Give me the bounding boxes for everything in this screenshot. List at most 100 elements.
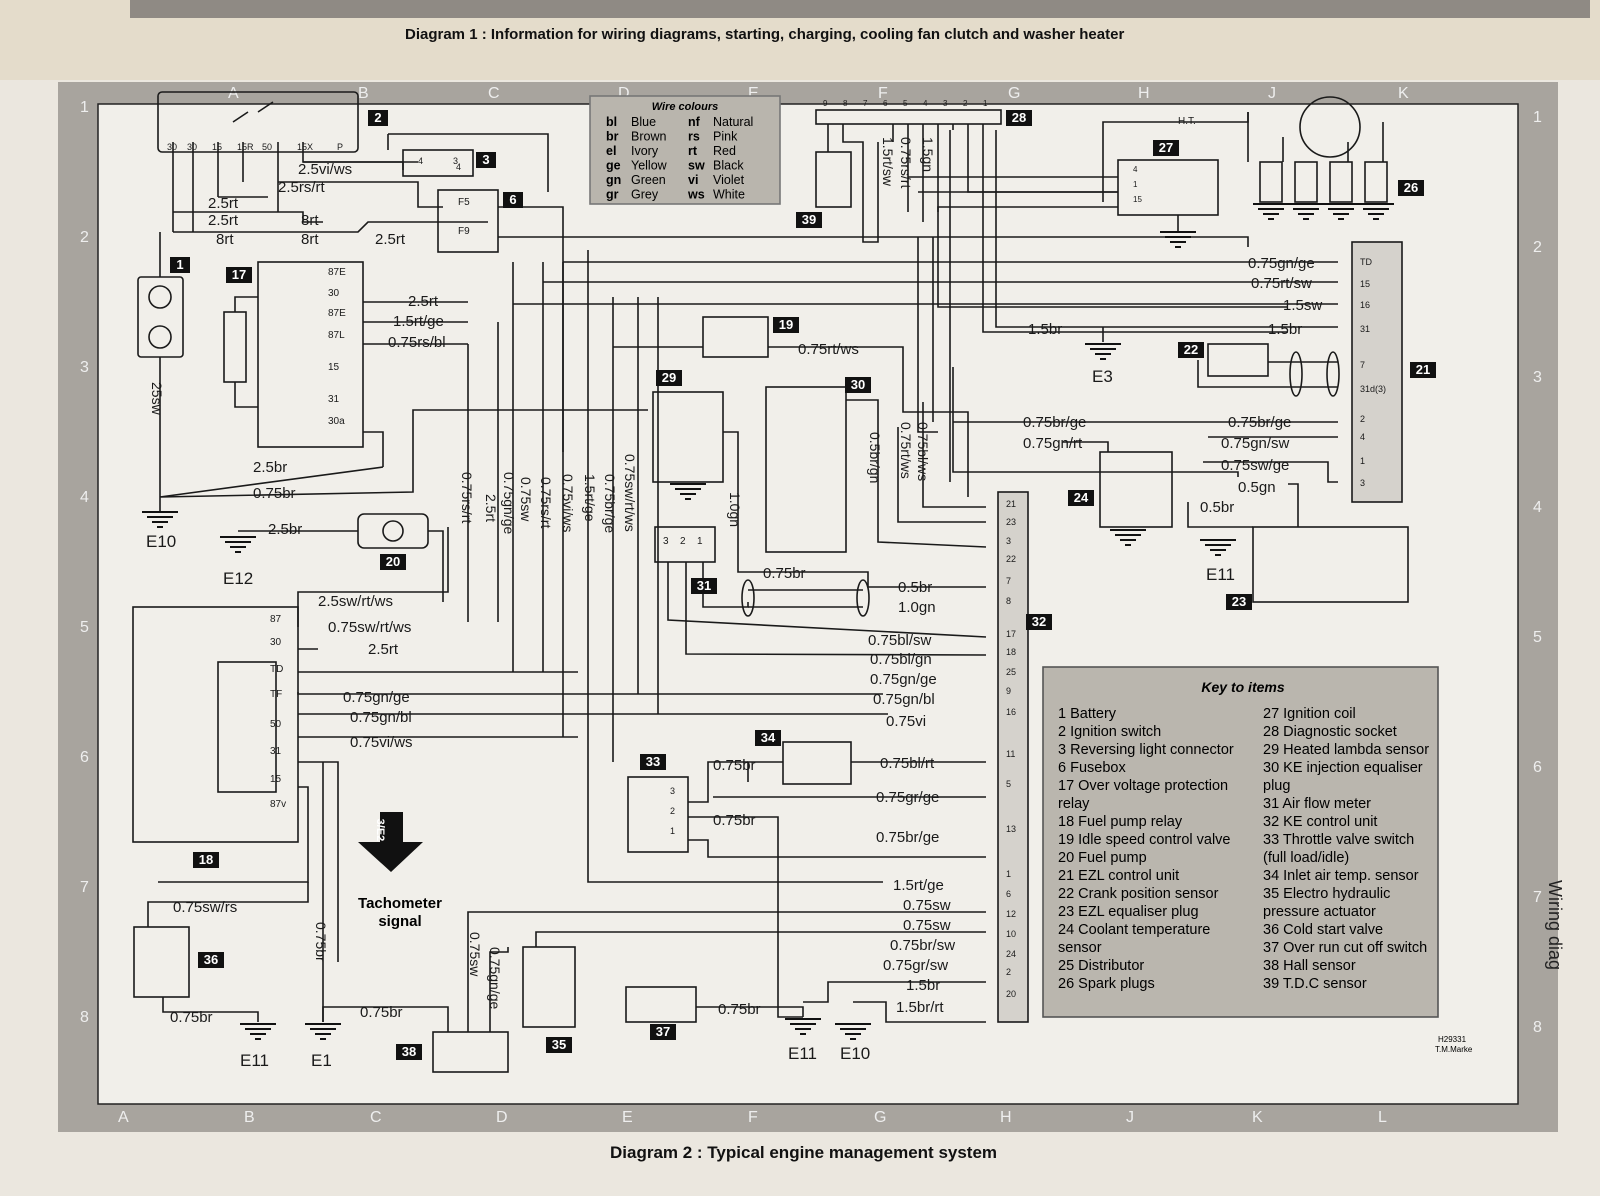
wire-label-w10: 2.5rt [408, 293, 439, 310]
wire-label-w77: 0.75br [313, 922, 329, 962]
earth-label: E11 [240, 1051, 269, 1070]
air-flow-pin: 2 [680, 536, 686, 547]
frame-number-left: 8 [80, 1009, 89, 1026]
key-item-left: 18 Fuel pump relay [1058, 814, 1183, 830]
component-20-badge [380, 554, 406, 570]
e11a-earth-icon [1200, 539, 1236, 556]
e12-earth-icon [220, 536, 256, 553]
key-item-left: 26 Spark plugs [1058, 976, 1155, 992]
e10b-earth-icon [835, 1023, 871, 1040]
wire-label-w27: 0.5br/gn [867, 432, 883, 483]
wire-label-w20: 0.75sw [518, 477, 534, 522]
fuse-label: F5 [458, 197, 470, 208]
wire-colour-code: ws [687, 188, 705, 202]
component-17-badge [226, 267, 252, 283]
frame-number-right: 8 [1533, 1019, 1542, 1036]
component-28-badge [1006, 110, 1032, 126]
wire-colour-name: Violet [713, 173, 745, 187]
diag-pin: 1 [983, 99, 988, 108]
key-item-right: 32 KE control unit [1263, 814, 1377, 830]
overrun-switch-box [625, 986, 697, 1023]
ref-author: T.M.Marke [1435, 1045, 1473, 1054]
frame-letter-bottom: A [118, 1109, 129, 1126]
frame-letter-bottom: D [496, 1109, 508, 1126]
wire-label-w30: 1.5rt/sw [880, 137, 896, 187]
wire-label-w32: 1.5gn [920, 137, 936, 172]
unit32-pin: 7 [1006, 576, 1011, 586]
frame-letter-bottom: H [1000, 1109, 1012, 1126]
frame-letter-bottom: B [244, 1109, 255, 1126]
component-33-badge [640, 754, 666, 770]
wire-label-w28: 0.75rt/ws [898, 422, 914, 479]
unit21-pin: 15 [1360, 279, 1370, 289]
wire-label-w48: 0.75gn/ge [343, 689, 410, 706]
key-item-left: 23 EZL equaliser plug [1058, 904, 1199, 920]
wire-label-w17: 0.75rs/rt [459, 472, 475, 523]
wire-colour-code: ge [606, 159, 621, 173]
air-flow-pin: 1 [697, 536, 703, 547]
unit32-pin: 13 [1006, 824, 1016, 834]
relay17-pin: 87L [328, 330, 345, 341]
frame-letter-bottom: K [1252, 1109, 1263, 1126]
relay18-pin: TD [270, 664, 283, 675]
wire-colour-code: bl [606, 115, 617, 129]
relay18-pin: TF [270, 689, 282, 700]
unit32-pin: 3 [1006, 536, 1011, 546]
unit32-pin: 22 [1006, 554, 1016, 564]
ht-label: H.T. [1178, 116, 1196, 127]
connector-3-box [402, 149, 474, 177]
wire-label-w31: 0.75rs/rt [898, 137, 914, 188]
wire-label-w65: 0.75sw [903, 897, 951, 914]
key-item-left: 25 Distributor [1058, 958, 1144, 974]
diag-pin: 3 [943, 99, 948, 108]
relay18-pin: 87 [270, 614, 282, 625]
key-item-left: 17 Over voltage protection [1058, 778, 1228, 794]
component-2-badge [368, 110, 388, 126]
wire-label-w68: 0.75gr/sw [883, 957, 948, 974]
connector3-pin: 3 [453, 156, 458, 166]
wire-label-w58: 0.75vi [886, 713, 926, 730]
coil-pin: 1 [1133, 180, 1138, 189]
component-35-number: 35 [552, 1037, 566, 1052]
relay17-pin: 15 [328, 362, 340, 373]
component-18-badge [193, 852, 219, 868]
wire-label-w37: 1.5br [1268, 321, 1302, 338]
unit21-pin: 31 [1360, 324, 1370, 334]
earth-label: E12 [223, 569, 253, 588]
wire-colour-code: rt [688, 144, 698, 158]
cold-start-valve-box [133, 926, 190, 998]
relay18-pin: 50 [270, 719, 282, 730]
unit32-pin: 9 [1006, 686, 1011, 696]
spark-plug-earth-icon [1358, 203, 1394, 220]
component-24-number: 24 [1074, 490, 1089, 505]
relay17-pin: 30 [328, 288, 340, 299]
wire-label-w15: 2.5br [268, 521, 302, 538]
unit32-pin: 2 [1006, 967, 1011, 977]
tachometer-arrow-icon [358, 812, 423, 872]
component-29-badge [656, 370, 682, 386]
lambda-sensor-box [652, 391, 724, 483]
tacho-ref: 3/E2 [374, 819, 386, 842]
air-flow-pin: 3 [663, 536, 669, 547]
diag-pin: 4 [923, 99, 928, 108]
wire-label-w6: 8rt [216, 231, 234, 248]
key-item-right: 29 Heated lambda sensor [1263, 742, 1429, 758]
wire-label-w34: 0.75rt/sw [1251, 275, 1312, 292]
wire-label-w38: 0.75br/ge [1023, 414, 1086, 431]
wire-label-w44: 0.5br [1200, 499, 1234, 516]
key-item-right: 39 T.D.C sensor [1263, 976, 1367, 992]
relay18-pin: 31 [270, 746, 282, 757]
unit32-pin: 8 [1006, 596, 1011, 606]
wire-colour-code: vi [688, 173, 698, 187]
key-item-right: 30 KE injection equaliser [1263, 760, 1423, 776]
wire-label-w50: 0.75vi/ws [350, 734, 413, 751]
wire-label-w39: 0.75br/ge [1228, 414, 1291, 431]
frame-number-right: 3 [1533, 369, 1542, 386]
frame-number-left: 5 [80, 619, 89, 636]
e11c-earth-icon [785, 1018, 821, 1035]
wire-colour-code: br [606, 130, 619, 144]
wire-colour-code: gn [606, 173, 621, 187]
idle-valve-box [702, 316, 769, 358]
frame-number-right: 5 [1533, 629, 1542, 646]
